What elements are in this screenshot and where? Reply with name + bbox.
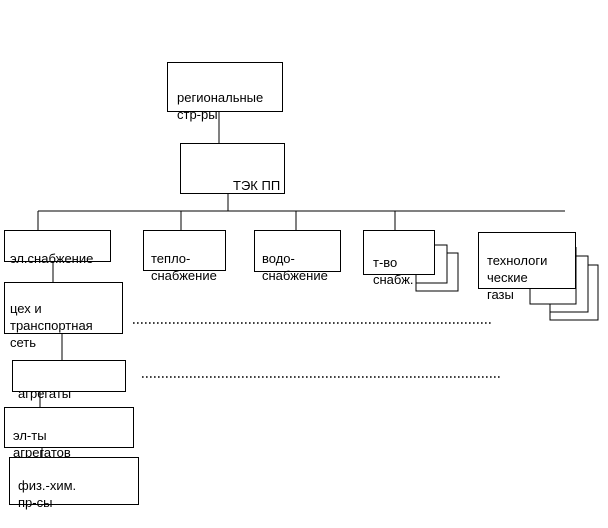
node-tekpp: ТЭК ПП <box>180 143 285 194</box>
stack-frame-gas-2 <box>549 255 589 313</box>
node-aggregate-elements: эл-ты агрегатов <box>4 407 134 460</box>
node-label: водо- снабжение <box>262 251 328 283</box>
node-technological-gases: технологи ческие газы <box>478 232 576 302</box>
node-label: технологи ческие газы <box>487 253 548 302</box>
node-label: эл.снабжение <box>10 251 94 266</box>
node-heat-supply: тепло- снабжение <box>143 230 226 283</box>
node-label: агрегаты <box>18 386 72 401</box>
stack-frame-gas-1 <box>529 247 577 305</box>
node-aggregates: агрегаты <box>12 360 126 401</box>
node-label: региональные стр-ры <box>177 90 264 122</box>
node-label: цех и транспортная сеть <box>10 301 93 350</box>
node-fuel-supply: т-во снабж. <box>363 230 435 287</box>
connector-lines <box>37 112 599 457</box>
node-label: т-во снабж. <box>373 255 414 287</box>
node-water-supply: водо- снабжение <box>254 230 341 283</box>
stack-frame-fuel-2 <box>415 252 459 292</box>
node-regional-structures: региональные стр-ры <box>167 62 283 122</box>
node-label: эл-ты агрегатов <box>13 428 71 460</box>
node-label: тепло- снабжение <box>151 251 217 283</box>
node-electric-supply: эл.снабжение <box>4 230 111 266</box>
stack-frame-fuel-1 <box>415 244 448 284</box>
node-shop-and-network: цех и транспортная сеть <box>4 282 123 350</box>
node-physchem-processes: физ.-хим. пр-сы <box>9 457 139 510</box>
stack-frame-gas-3 <box>549 264 599 321</box>
node-label: физ.-хим. пр-сы <box>18 478 77 510</box>
node-label: ТЭК ПП <box>233 178 281 193</box>
